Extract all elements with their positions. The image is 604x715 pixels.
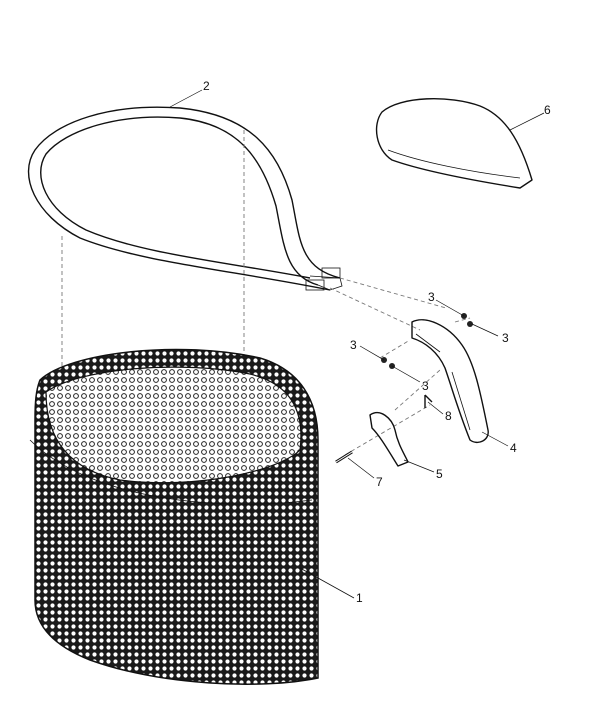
clip-part xyxy=(369,412,409,467)
callout-3-right: 3 xyxy=(502,331,509,345)
callout-2: 2 xyxy=(203,79,210,93)
callout-1: 1 xyxy=(356,591,363,605)
callout-labels: 1 2 3 3 3 3 4 5 6 7 8 xyxy=(203,79,551,605)
hoop-frame xyxy=(27,106,343,291)
pin-part xyxy=(335,450,353,464)
callout-3-left: 3 xyxy=(350,338,357,352)
callout-3-top: 3 xyxy=(428,290,435,304)
callout-5: 5 xyxy=(436,467,443,481)
callout-7: 7 xyxy=(376,475,383,489)
spring-part xyxy=(424,394,433,408)
callout-4: 4 xyxy=(510,441,517,455)
callout-6: 6 xyxy=(544,103,551,117)
net-basket xyxy=(29,348,355,685)
callout-8: 8 xyxy=(445,409,452,423)
callout-leaders xyxy=(169,89,545,479)
net-cover xyxy=(375,98,533,189)
callout-3-bottom: 3 xyxy=(422,379,429,393)
handle-yoke xyxy=(411,319,489,444)
